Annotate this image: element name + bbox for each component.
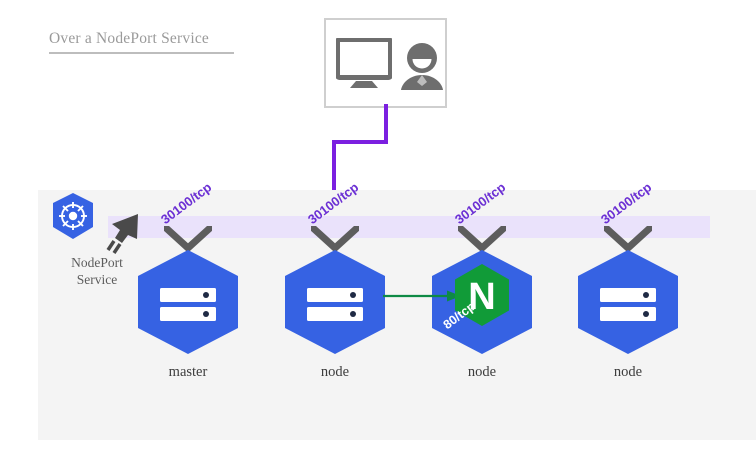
node-label: node bbox=[320, 364, 350, 380]
node-label: node bbox=[467, 364, 497, 380]
node-connector-chevron-icon bbox=[308, 223, 362, 253]
node-connector-chevron-icon bbox=[455, 223, 509, 253]
title-underline bbox=[49, 52, 234, 54]
node-hexagon-icon bbox=[574, 250, 682, 354]
node-label: node bbox=[613, 364, 643, 380]
nodeport-service-bar bbox=[108, 216, 710, 238]
nodeport-label-line2: Service bbox=[76, 272, 118, 287]
cursor-arrow-icon bbox=[104, 212, 144, 256]
node-connector-chevron-icon bbox=[601, 223, 655, 253]
page-title: Over a NodePort Service bbox=[49, 30, 209, 47]
svg-text:N: N bbox=[468, 276, 495, 318]
node-hexagon-icon bbox=[281, 250, 389, 354]
nginx-pod[interactable]: N bbox=[451, 264, 513, 326]
node-connector-chevron-icon bbox=[161, 223, 215, 253]
person-icon bbox=[400, 42, 444, 90]
monitor-icon bbox=[335, 37, 393, 90]
node-label: master bbox=[168, 364, 208, 380]
kubernetes-logo-icon bbox=[50, 192, 96, 240]
service-to-pod-arrow bbox=[383, 288, 461, 304]
nodeport-service-label: NodePort Service bbox=[54, 254, 140, 288]
nodeport-label-line1: NodePort bbox=[71, 255, 123, 270]
node-hexagon-icon bbox=[134, 250, 242, 354]
